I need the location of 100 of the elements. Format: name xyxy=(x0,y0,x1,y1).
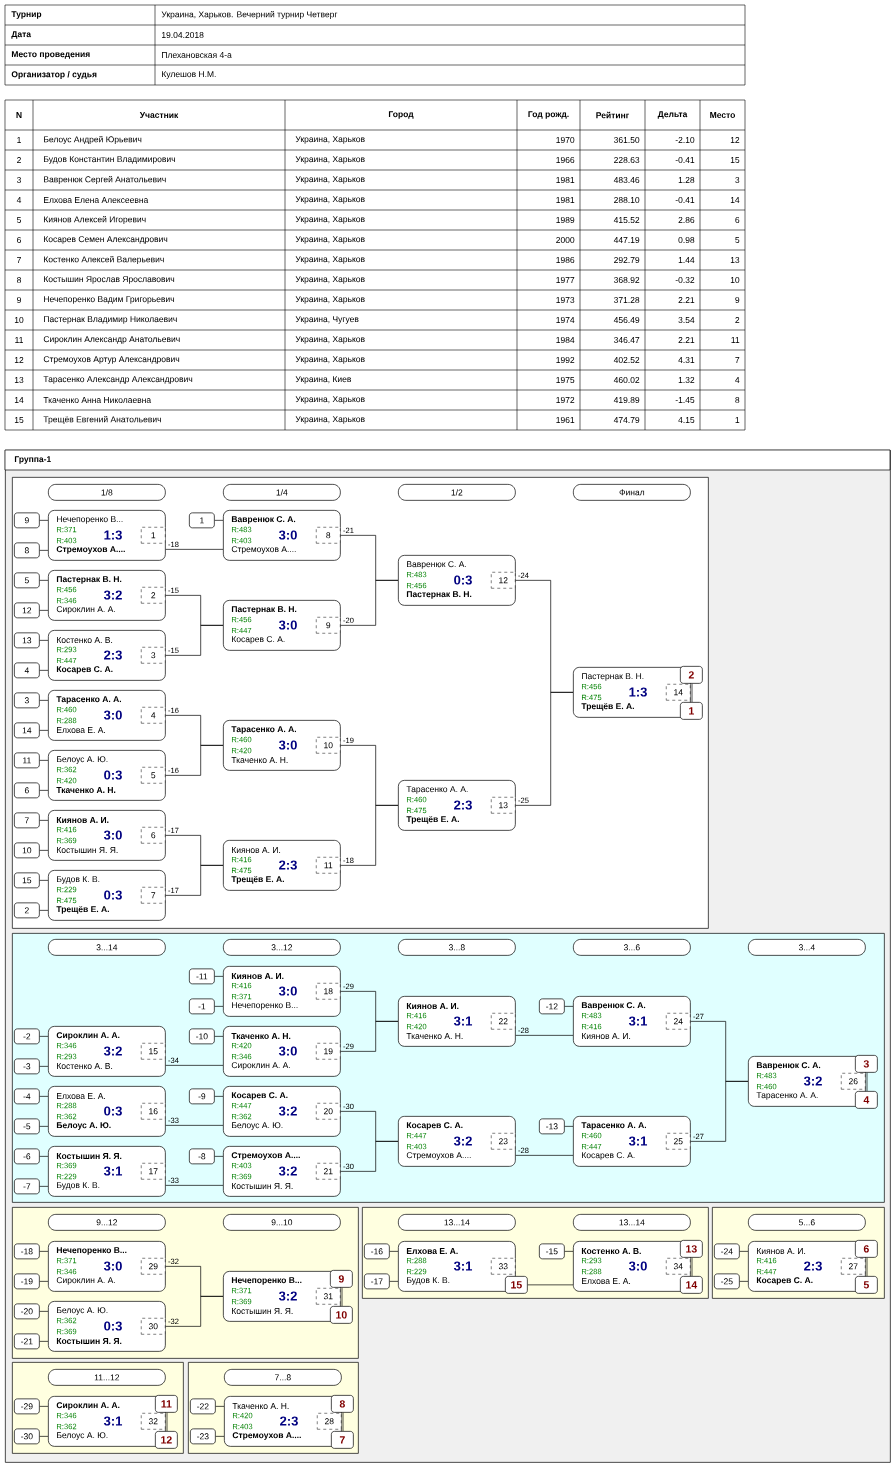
table-cell: 2 xyxy=(735,317,740,323)
table-cell: Украина, Харьков xyxy=(295,236,365,244)
table-cell: Украина, Харьков xyxy=(295,176,365,184)
seed-line xyxy=(39,670,49,671)
place-badge: 14 xyxy=(680,1276,703,1294)
match-number: 31 xyxy=(316,1288,341,1305)
seed-box: -4 xyxy=(14,1088,40,1105)
place-badge: 8 xyxy=(331,1395,354,1413)
match-score: 3:0 xyxy=(278,1046,297,1056)
column-header: Город xyxy=(388,111,414,119)
match-number: 18 xyxy=(316,983,341,1000)
player-name: Белоус А. Ю. xyxy=(57,756,108,764)
match-score: 0:3 xyxy=(104,1106,122,1116)
match-number: 32 xyxy=(141,1413,166,1430)
seed-box: 13 xyxy=(14,632,40,649)
match-box xyxy=(48,570,166,621)
table-cell: 14 xyxy=(14,397,24,403)
seed-box: 9 xyxy=(14,512,40,529)
seed-box: 2 xyxy=(14,902,40,919)
seed-box: -23 xyxy=(190,1428,216,1445)
place-badge: 6 xyxy=(855,1240,878,1258)
table-cell: 6 xyxy=(17,237,21,243)
seed-line xyxy=(39,1436,49,1437)
bracket-line xyxy=(165,865,224,896)
seed-box: 15 xyxy=(14,872,40,889)
match-score: 3:0 xyxy=(278,530,297,540)
table-cell: 1989 xyxy=(556,217,575,223)
table-cell: 2 xyxy=(17,157,21,163)
panel-title: Группа-1 xyxy=(14,456,51,464)
match-number: 30 xyxy=(141,1318,166,1335)
table-cell: 6 xyxy=(735,217,740,223)
seed-line xyxy=(39,1126,49,1127)
match-number: 9 xyxy=(316,617,341,634)
match-box xyxy=(48,870,166,921)
player-name: Будов К. В. xyxy=(57,876,100,884)
match-score: 3:2 xyxy=(278,1106,297,1116)
table-cell: 292.79 xyxy=(614,257,640,263)
match-score: 3:1 xyxy=(103,1166,123,1176)
player-name: Нечепоренко В... xyxy=(232,1002,298,1010)
match-number: 15 xyxy=(141,1043,166,1060)
seed-box: -30 xyxy=(14,1428,40,1445)
table-cell: Украина, Харьков xyxy=(295,256,365,264)
column-header: Участник xyxy=(139,112,179,118)
place-badge: 13 xyxy=(680,1240,703,1258)
match-score: 3:2 xyxy=(103,590,122,600)
match-number: 10 xyxy=(316,737,341,754)
place-badge: 4 xyxy=(855,1091,878,1109)
seed-line xyxy=(39,910,49,911)
match-score: 1:3 xyxy=(104,530,122,540)
match-box xyxy=(48,810,166,861)
round-header: 3...14 xyxy=(48,939,166,956)
field-label: Организатор / судья xyxy=(11,71,97,79)
table-cell: 1981 xyxy=(556,177,575,183)
player-name: Костенко А. В. xyxy=(57,1063,113,1069)
match-score: 3:1 xyxy=(628,1016,648,1026)
seed-box: -2 xyxy=(14,1028,40,1045)
place-badge: 5 xyxy=(855,1276,878,1294)
table-cell: 3 xyxy=(16,177,21,183)
table-cell: 1986 xyxy=(556,257,575,263)
player-name: Пастернак В. Н. xyxy=(56,576,122,584)
seed-line xyxy=(39,1406,49,1407)
match-box xyxy=(398,555,516,606)
seed-box: -8 xyxy=(189,1148,215,1165)
table-cell: 14 xyxy=(730,197,740,203)
table-cell: 2.21 xyxy=(678,337,695,343)
seed-box: 3 xyxy=(14,692,40,709)
seed-line xyxy=(39,1311,49,1312)
column-header: N xyxy=(16,112,22,118)
seed-box: -12 xyxy=(539,998,565,1015)
match-number: 23 xyxy=(491,1133,516,1150)
match-number: 14 xyxy=(666,684,691,701)
bracket-line xyxy=(515,1155,574,1156)
bracket-line xyxy=(165,625,224,656)
player-name: Киянов А. И. xyxy=(757,1248,806,1254)
seed-line xyxy=(39,850,49,851)
table-cell: -0.32 xyxy=(675,277,695,283)
round-header: 9...12 xyxy=(48,1214,166,1231)
table-cell: 483.46 xyxy=(613,177,640,183)
bracket-line xyxy=(515,1035,574,1036)
match-box xyxy=(223,1086,341,1137)
match-score: 0:3 xyxy=(454,575,472,585)
field-label: Дата xyxy=(11,31,32,39)
bracket-line xyxy=(165,1185,224,1186)
seed-line xyxy=(39,1281,49,1282)
player-name: Вавренюк С. А. xyxy=(756,1062,821,1070)
player-name: Костышин Я. Я. xyxy=(57,847,118,853)
player-name: Косарев С. А. xyxy=(231,1092,288,1100)
table-cell: 1.28 xyxy=(678,177,695,183)
table-cell: 1975 xyxy=(556,377,575,383)
round-header: 1/4 xyxy=(223,484,341,501)
round-header: 3...12 xyxy=(223,939,341,956)
table-cell: 1 xyxy=(17,137,21,143)
place-line xyxy=(866,1072,868,1092)
match-score: 3:2 xyxy=(103,1046,122,1056)
player-name: Сироклин А. А. xyxy=(56,1032,120,1040)
seed-box: 14 xyxy=(14,722,40,739)
place-line xyxy=(691,1257,693,1277)
table-cell: 346.47 xyxy=(614,337,640,343)
seed-box: -17 xyxy=(364,1273,390,1290)
match-number: 3 xyxy=(141,647,166,664)
